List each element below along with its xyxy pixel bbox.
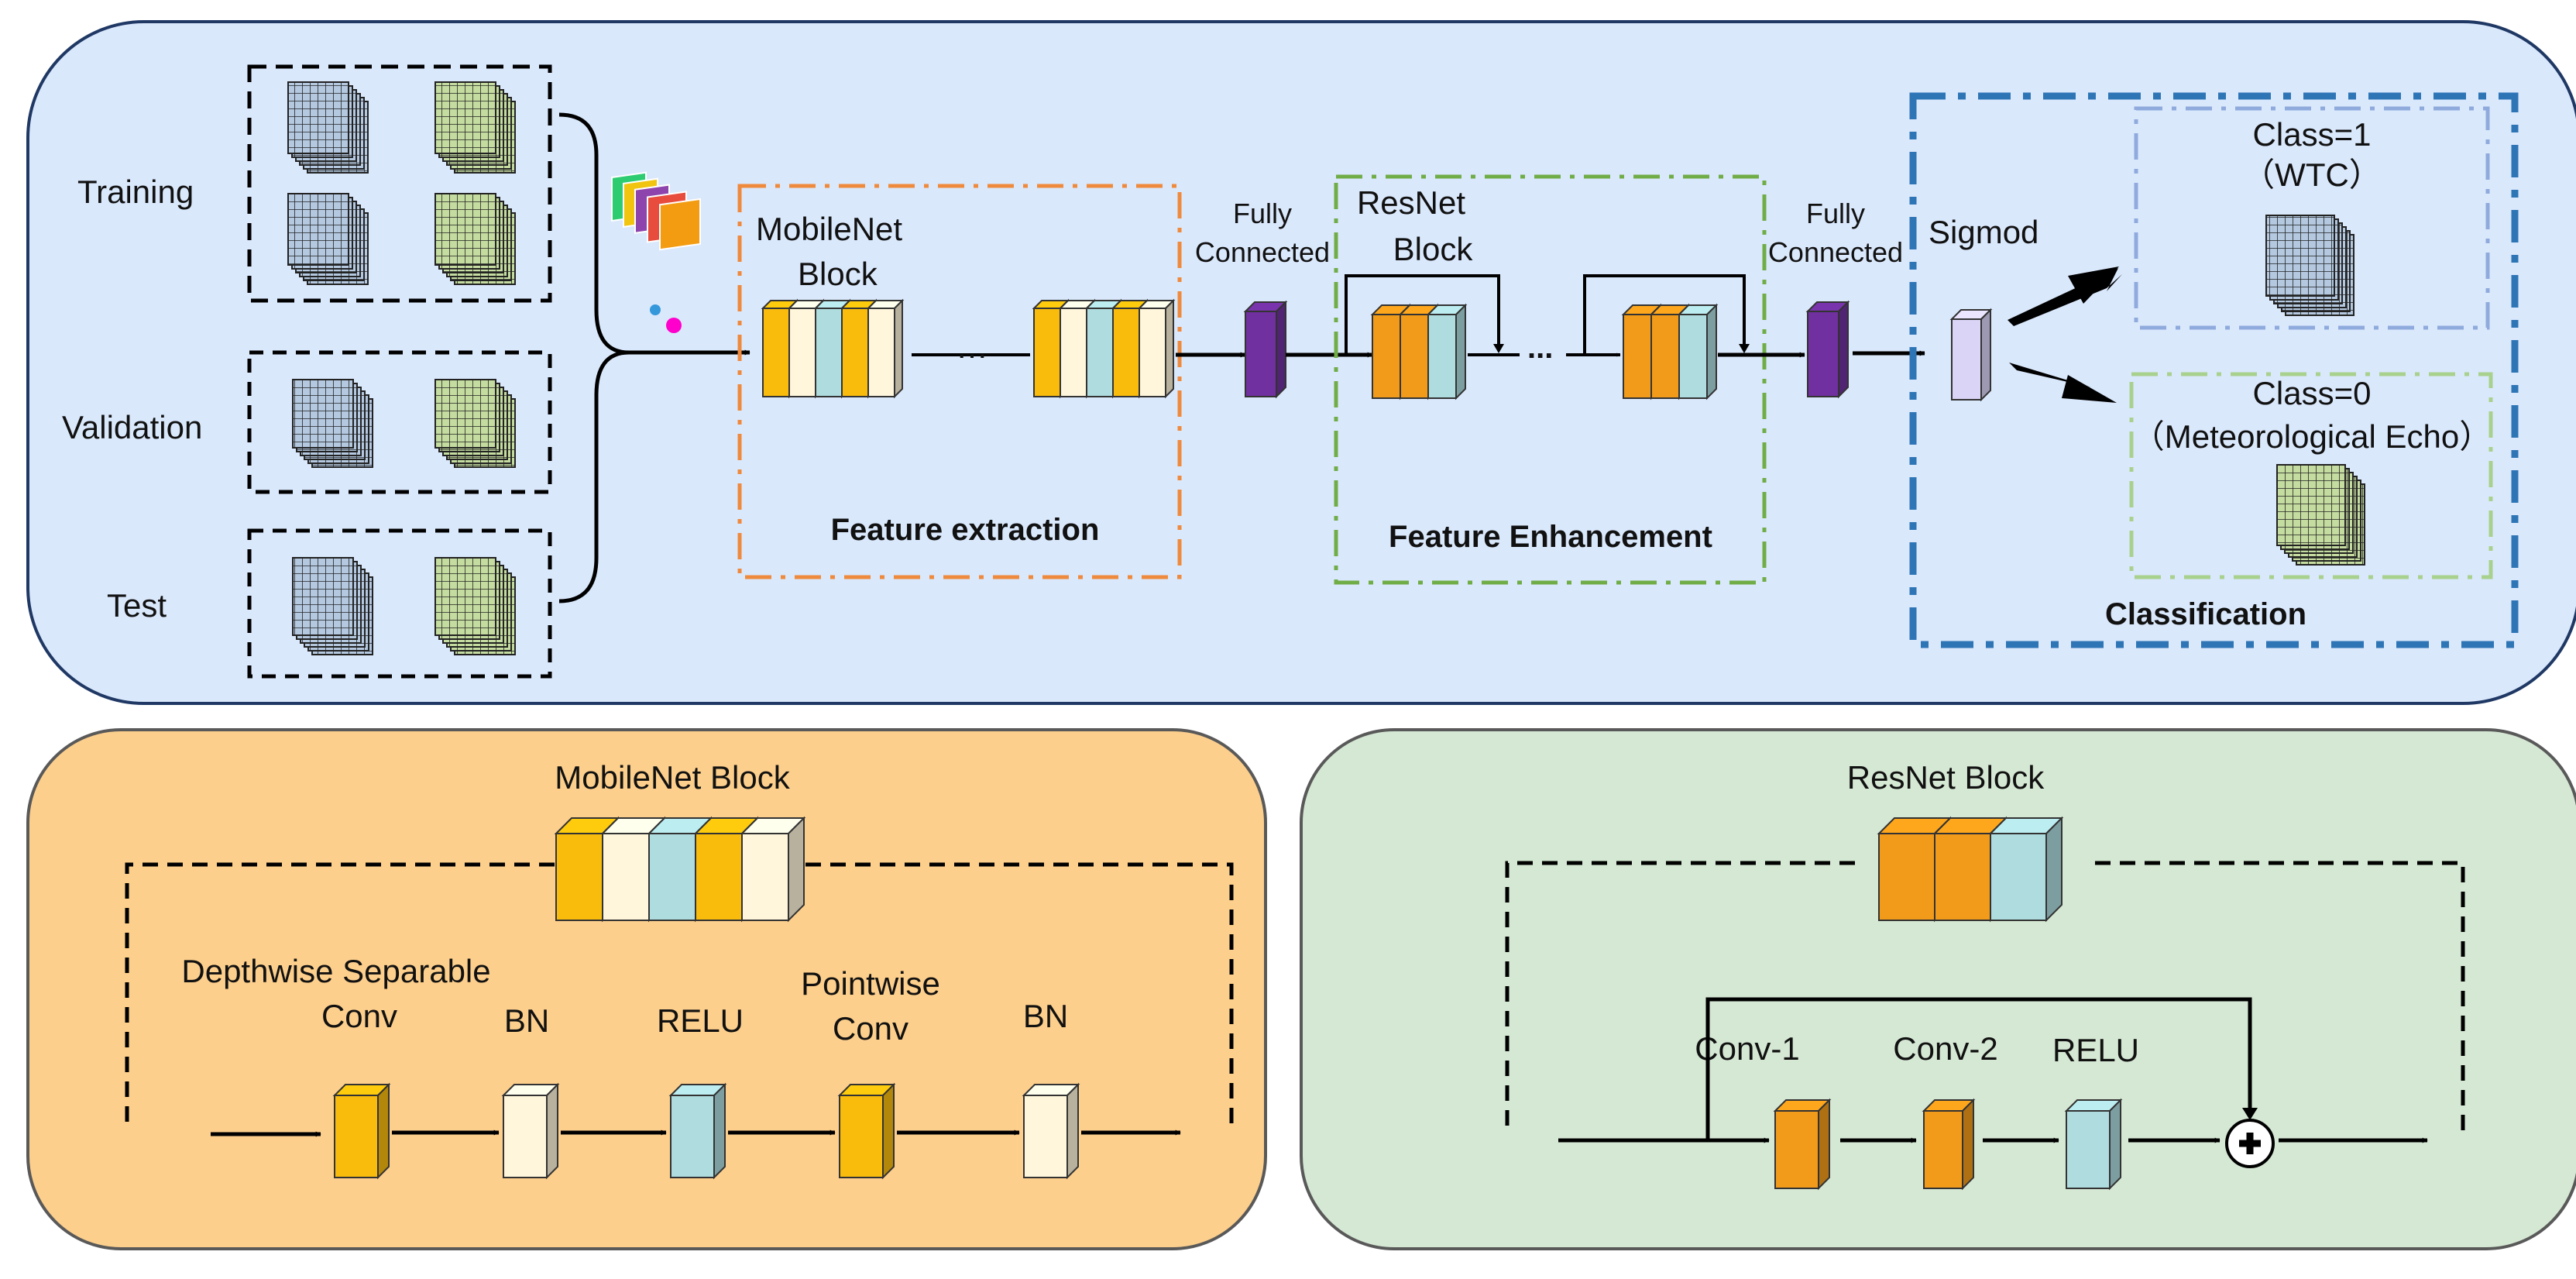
resnet-panel: ResNet Block Conv-1 Conv-2 RELU <box>1300 728 2576 1250</box>
resnet-panel-bracket <box>1505 861 2465 1133</box>
relu-cuboid <box>668 1082 727 1180</box>
mobilenet-block-stack <box>761 298 1176 399</box>
resnet-panel-slabs-slab-3 <box>1988 816 2064 923</box>
relu-cuboid <box>2064 1098 2123 1191</box>
classification-box <box>1909 92 2519 648</box>
classification-caption: Classification <box>2105 597 2306 631</box>
resnet-block-1 <box>1370 303 1468 401</box>
class1-label-line1: Class=1 <box>2253 116 2372 153</box>
resnet-block-2-slab-3 <box>1677 303 1719 401</box>
class0-label-line2: （Meteorological Echo） <box>2132 418 2492 455</box>
dw-conv-cuboid <box>332 1082 391 1180</box>
resnet-block-2 <box>1621 303 1719 401</box>
mobilenet-panel-title: MobileNet Block <box>555 759 790 796</box>
test-label: Test <box>107 587 167 624</box>
mobilenet-title-line2: Block <box>798 256 878 292</box>
test-green-stack <box>434 557 516 655</box>
class0-box <box>2129 372 2493 579</box>
top-panel: Training Validation Test MobileNet Block… <box>26 20 2576 705</box>
resnet-panel-background <box>1300 728 2576 1250</box>
class1-arrow-head <box>2068 266 2119 304</box>
fc1-cuboid <box>1243 300 1288 399</box>
validation-green-stack <box>434 379 516 468</box>
bn1-cuboid <box>501 1082 560 1180</box>
resnet-panel-slabs <box>1877 816 2064 923</box>
validation-box <box>247 350 552 494</box>
conv2-cuboid <box>1922 1098 1976 1191</box>
class0-label-line1: Class=0 <box>2253 375 2372 411</box>
mobilenet-block-1 <box>761 298 905 399</box>
validation-label: Validation <box>62 409 202 445</box>
test-box <box>247 528 552 679</box>
mobilenet-block-1-slab-5 <box>866 298 905 399</box>
mobilenet-ellipsis: … <box>956 328 988 365</box>
training-green-stack-2 <box>434 193 516 285</box>
conv1-cuboid <box>1773 1098 1832 1191</box>
test-blue-stack <box>292 557 373 655</box>
sigmoid-label: Sigmod <box>1929 214 2038 250</box>
mobilenet-panel-block <box>554 816 806 923</box>
mobilenet-title-line1: MobileNet <box>756 211 902 247</box>
relu-label: RELU <box>657 1002 744 1039</box>
fc2-label-line1: Fully <box>1806 198 1865 229</box>
bn1-label: BN <box>504 1002 549 1039</box>
feature-extraction-box <box>737 184 1182 579</box>
bn2-label: BN <box>1023 998 1068 1034</box>
radar-sample-stacks <box>287 81 2365 655</box>
conv1-label: Conv-1 <box>1695 1030 1799 1067</box>
validation-blue-stack <box>292 379 373 468</box>
resnet-block-1-slab-3 <box>1426 303 1468 401</box>
feature-extraction-caption: Feature extraction <box>831 513 1100 547</box>
resnet-title-line1: ResNet <box>1357 184 1465 221</box>
fc2-cuboid <box>1805 300 1850 399</box>
resnet-title-line2: Block <box>1393 231 1474 267</box>
resnet-panel-block <box>1877 816 2064 923</box>
fc1-label-line1: Fully <box>1233 198 1292 229</box>
class1-wtc-stack <box>2265 215 2354 316</box>
sigmoid-layer <box>1949 308 1993 402</box>
add-operator-icon <box>2225 1119 2275 1168</box>
resnet-skip-connection-1 <box>1345 274 1500 355</box>
pw-conv-cuboid <box>837 1082 896 1180</box>
conv2-label: Conv-2 <box>1893 1030 1997 1067</box>
class0-echo-stack <box>2276 464 2365 566</box>
mobilenet-panel-slabs-slab-5 <box>740 816 806 923</box>
resnet-flow <box>1558 1098 2428 1191</box>
class1-box <box>2134 106 2490 330</box>
training-box <box>247 64 552 303</box>
mobilenet-flow <box>211 1082 1181 1180</box>
resnet-block-stack <box>1370 303 1719 401</box>
training-label: Training <box>77 174 194 210</box>
fully-connected-layer-1 <box>1243 300 1288 399</box>
class0-arrow-head <box>2062 375 2117 403</box>
sigmoid-cuboid <box>1949 308 1993 402</box>
feature-enhancement-box <box>1334 174 1767 585</box>
mobilenet-panel-slabs <box>554 816 806 923</box>
dw-conv-label-line1: Depthwise Separable <box>181 953 490 989</box>
mobilenet-block-2 <box>1032 298 1176 399</box>
fully-connected-layer-2 <box>1805 300 1850 399</box>
class1-label-line2: （WTC） <box>2242 156 2382 193</box>
resnet-panel-title: ResNet Block <box>1847 759 2045 796</box>
training-green-stack-1 <box>434 81 516 174</box>
mobilenet-panel-bracket <box>125 862 1234 1125</box>
fc2-label-line2: Connected <box>1768 236 1903 268</box>
feature-enhancement-caption: Feature Enhancement <box>1389 520 1712 554</box>
mobilenet-block-2-slab-5 <box>1137 298 1176 399</box>
resnet-panel-skip <box>1705 997 2252 1140</box>
training-blue-stack-1 <box>287 81 369 174</box>
resnet-ellipsis: ... <box>1527 331 1553 365</box>
training-blue-stack-2 <box>287 193 369 285</box>
mobilenet-panel-background <box>26 728 1267 1250</box>
mobilenet-panel: MobileNet Block Depthwise Separable Conv… <box>26 728 1267 1250</box>
bn2-cuboid <box>1022 1082 1080 1180</box>
pw-conv-label-line1: Pointwise <box>801 965 940 1002</box>
fc1-label-line2: Connected <box>1195 236 1330 268</box>
dw-conv-label-line2: Conv <box>321 998 397 1034</box>
resnet-skip-connection-2 <box>1583 274 1746 355</box>
relu-label-resnet: RELU <box>2052 1032 2139 1068</box>
radar-image-icon <box>611 171 701 333</box>
pw-conv-label-line2: Conv <box>833 1010 908 1047</box>
